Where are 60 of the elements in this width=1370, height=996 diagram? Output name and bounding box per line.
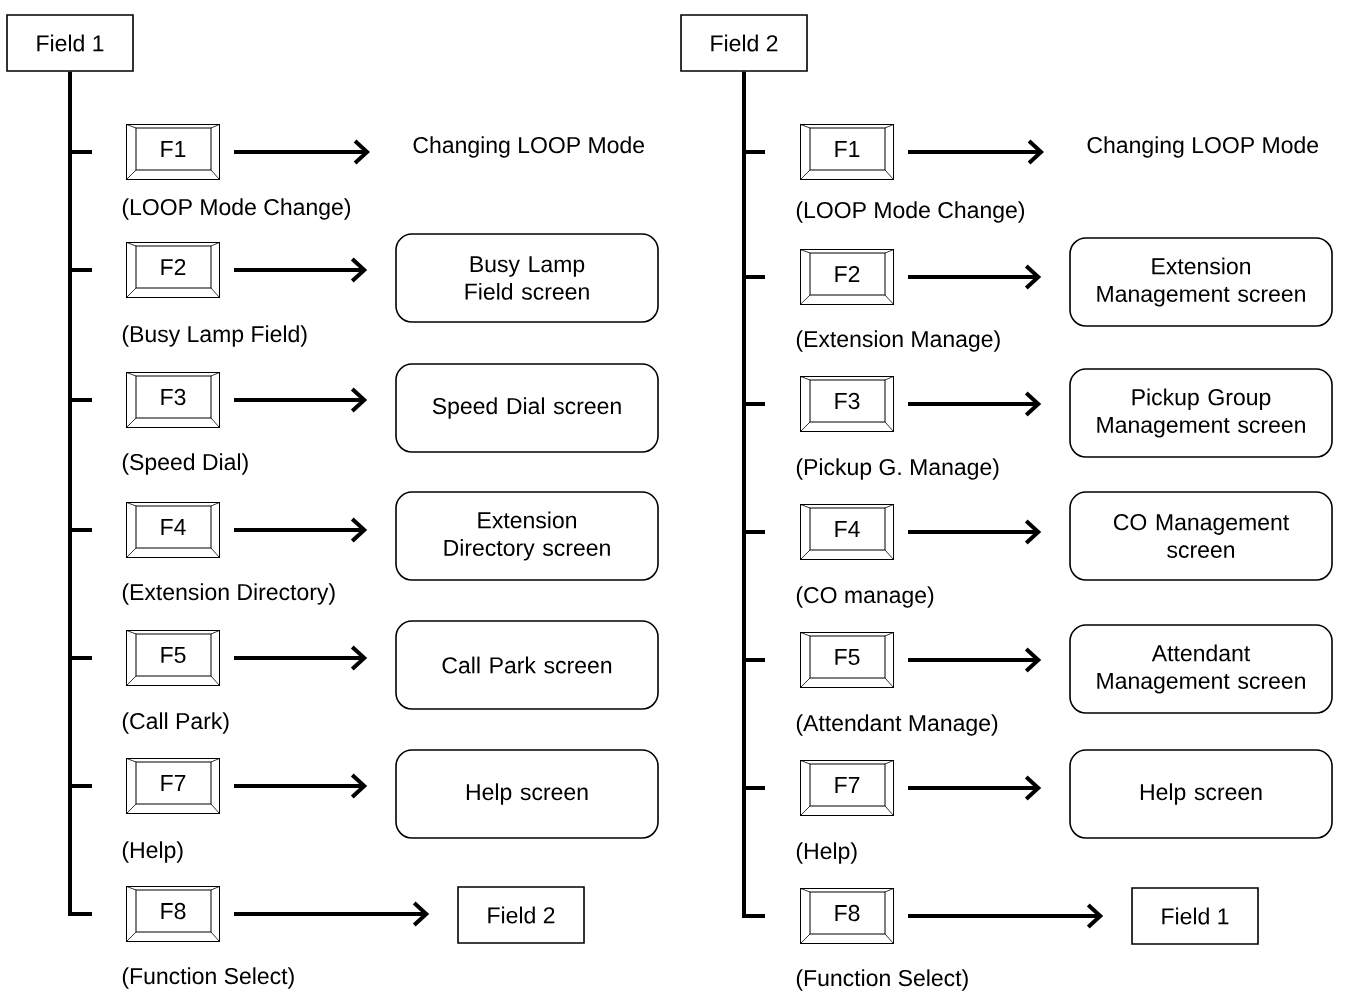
arrow <box>908 139 1044 165</box>
key-button: F3 <box>126 372 220 428</box>
arrow <box>908 775 1042 801</box>
key-caption: (Function Select) <box>122 967 294 989</box>
key-button: F3 <box>800 376 894 432</box>
arrow <box>234 645 368 671</box>
target-text: Changing LOOP Mode <box>1087 136 1319 158</box>
screen-box: CO Management screen <box>1069 491 1333 581</box>
key-button: F2 <box>800 249 894 305</box>
key-button: F4 <box>126 502 220 558</box>
key-caption: (Busy Lamp Field) <box>122 325 307 347</box>
tree-line <box>742 69 767 918</box>
key-caption: (Speed Dial) <box>122 453 248 475</box>
key-button: F7 <box>800 760 894 816</box>
arrow <box>234 517 368 543</box>
arrow <box>908 264 1042 290</box>
key-button: F2 <box>126 242 220 298</box>
arrow <box>234 257 368 283</box>
arrow <box>908 647 1042 673</box>
screen-box: Attendant Management screen <box>1069 624 1333 714</box>
key-button: F1 <box>126 124 220 180</box>
key-button: F5 <box>800 632 894 688</box>
key-caption: (LOOP Mode Change) <box>122 198 351 220</box>
arrow <box>908 391 1042 417</box>
screen-box: Extension Directory screen <box>395 491 659 581</box>
screen-box: Help screen <box>395 749 659 839</box>
screen-box: Busy Lamp Field screen <box>395 233 659 323</box>
field-box: Field 2 <box>457 886 585 944</box>
key-caption: (Extension Manage) <box>796 330 1000 352</box>
key-caption: (Help) <box>122 841 183 863</box>
tree-line <box>68 69 94 916</box>
key-caption: (Pickup G. Manage) <box>796 458 999 480</box>
arrow <box>908 519 1042 545</box>
field-box: Field 2 <box>680 14 808 72</box>
field-box: Field 1 <box>6 14 134 72</box>
key-caption: (Help) <box>796 842 857 864</box>
key-button: F8 <box>126 886 220 942</box>
key-caption: (Call Park) <box>122 712 229 734</box>
key-button: F1 <box>800 124 894 180</box>
key-button: F7 <box>126 758 220 814</box>
arrow <box>234 773 368 799</box>
key-caption: (Extension Directory) <box>122 583 335 605</box>
key-caption: (Function Select) <box>796 969 968 991</box>
screen-box: Pickup Group Management screen <box>1069 368 1333 458</box>
screen-box: Call Park screen <box>395 620 659 710</box>
screen-box: Help screen <box>1069 749 1333 839</box>
key-caption: (LOOP Mode Change) <box>796 201 1025 223</box>
key-button: F4 <box>800 504 894 560</box>
target-text: Changing LOOP Mode <box>413 136 644 158</box>
key-button: F8 <box>800 888 894 944</box>
screen-box: Speed Dial screen <box>395 363 659 453</box>
field-box: Field 1 <box>1131 887 1259 945</box>
key-button: F5 <box>126 630 220 686</box>
arrow <box>234 387 368 413</box>
key-caption: (CO manage) <box>796 586 934 608</box>
arrow <box>234 139 370 165</box>
key-caption: (Attendant Manage) <box>796 714 998 736</box>
arrow <box>234 901 430 927</box>
screen-box: Extension Management screen <box>1069 237 1333 327</box>
arrow <box>908 903 1104 929</box>
